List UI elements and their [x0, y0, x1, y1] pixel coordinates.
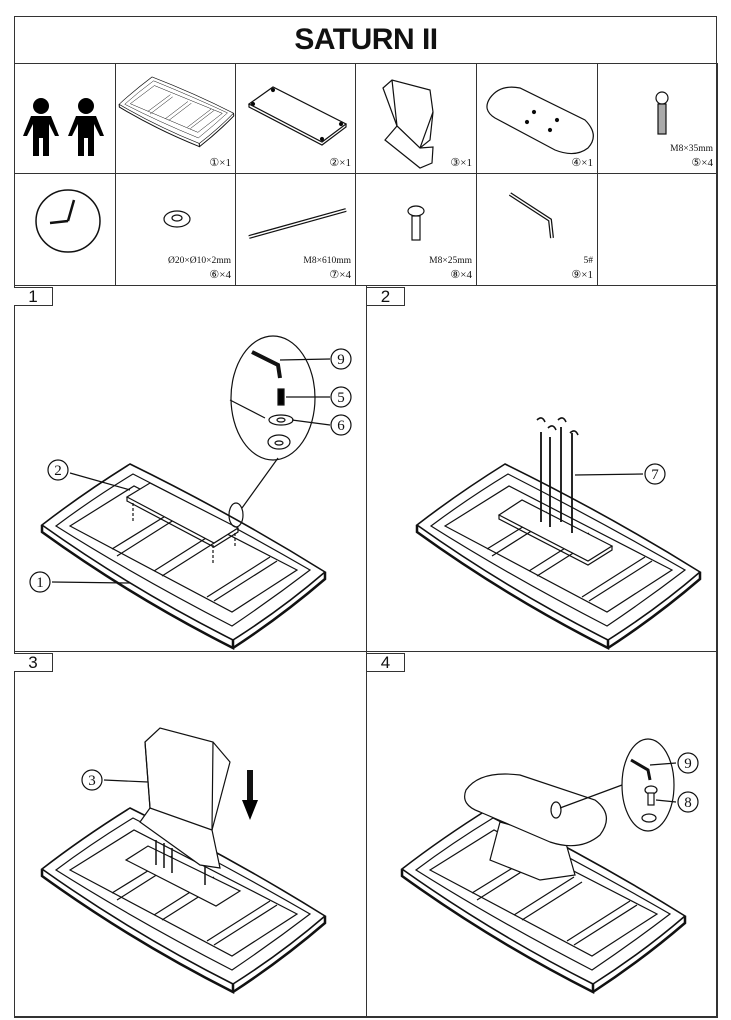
step2-drawing — [415, 417, 702, 650]
part-cell-1: ①×1 — [115, 63, 236, 174]
step-number: 1 — [14, 287, 53, 306]
svg-text:3: 3 — [88, 773, 96, 789]
bolt-25-icon — [407, 205, 425, 241]
step4-drawing — [400, 738, 687, 994]
bolt-35-icon — [655, 91, 669, 135]
step-number: 2 — [366, 287, 405, 306]
step-number: 4 — [366, 653, 405, 672]
part-cell-9: 5#⑨×1 — [476, 173, 598, 286]
callout-step2-7: 7 — [644, 463, 666, 485]
callout-step1-1: 1 — [29, 571, 51, 593]
callout-step1-2: 2 — [47, 459, 69, 481]
base-frame-part-icon — [116, 69, 237, 154]
part-cell-people — [14, 63, 116, 174]
svg-text:8: 8 — [684, 795, 692, 811]
part-cell-clock — [14, 173, 116, 286]
clock-icon — [35, 189, 101, 253]
svg-text:2: 2 — [54, 463, 62, 479]
mounting-plate-icon — [247, 86, 348, 146]
step-panel-4: 4 — [366, 651, 718, 1018]
part-cell-empty — [597, 173, 718, 286]
callout-step4-8: 8 — [677, 791, 699, 813]
step-number: 3 — [14, 653, 53, 672]
threaded-rod-icon — [248, 208, 347, 239]
allen-key-icon — [508, 192, 554, 239]
svg-text:9: 9 — [337, 352, 345, 368]
step-panel-1: 1 — [14, 285, 367, 652]
step-panel-2: 2 — [366, 285, 718, 652]
svg-text:6: 6 — [337, 418, 345, 434]
svg-text:1: 1 — [36, 575, 44, 591]
callout-step1-5: 5 — [330, 386, 352, 408]
callout-step1-9: 9 — [330, 348, 352, 370]
callout-step4-9: 9 — [677, 752, 699, 774]
top-plate-icon — [486, 86, 594, 155]
svg-text:9: 9 — [684, 756, 692, 772]
part-cell-2: ②×1 — [235, 63, 356, 174]
callout-step1-6: 6 — [330, 414, 352, 436]
pedestal-icon — [382, 79, 434, 169]
svg-text:7: 7 — [651, 467, 659, 483]
callout-step3-3: 3 — [81, 769, 103, 791]
svg-text:5: 5 — [337, 390, 345, 406]
part-cell-3: ③×1 — [355, 63, 477, 174]
step1-drawing — [40, 335, 331, 650]
step3-drawing — [40, 727, 327, 994]
instruction-sheet — [14, 16, 717, 1017]
product-title: SATURN II — [14, 16, 718, 64]
washer-icon — [163, 210, 191, 228]
two-people-icon — [23, 98, 104, 156]
step-panel-3: 3 — [14, 651, 367, 1018]
part-cell-4: ④×1 — [476, 63, 598, 174]
